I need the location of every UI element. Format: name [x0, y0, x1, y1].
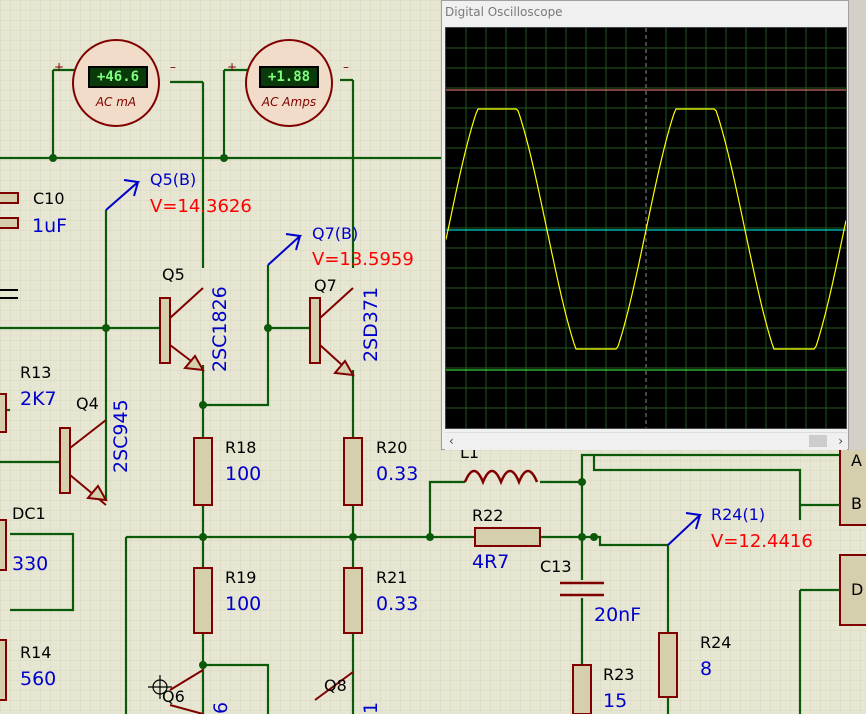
ammeter-1-minus: – — [170, 60, 176, 74]
ammeter-2-reading: +1.88 — [259, 66, 319, 88]
pin-b-label: B — [851, 494, 862, 513]
pin-a-label: A — [851, 451, 862, 470]
resistor-bodies — [0, 393, 678, 714]
ammeter-2-unit: AC Amps — [261, 95, 317, 109]
capacitor-plates — [0, 192, 604, 597]
r22-name: R22 — [472, 506, 504, 525]
ground-symbol — [0, 289, 18, 299]
inductor-coil — [463, 469, 539, 486]
c10-name: C10 — [33, 189, 65, 208]
r21-name: R21 — [376, 568, 408, 587]
ammeter-1-reading: +46.6 — [88, 66, 148, 88]
q6-name: Q6 — [162, 687, 185, 706]
oscilloscope-window[interactable]: Digital Oscilloscope ‹ › — [441, 0, 849, 450]
r23-name: R23 — [603, 665, 635, 684]
q7-part: 2SD371 — [360, 286, 382, 362]
connector-block — [839, 444, 866, 626]
r24-name: R24 — [700, 633, 732, 652]
channel-a-trace — [445, 108, 847, 350]
transistor-symbols — [59, 287, 355, 714]
r14-value: 560 — [20, 668, 57, 690]
r19-name: R19 — [225, 568, 257, 587]
ammeter-2-minus: – — [343, 60, 349, 74]
r23-value: 15 — [603, 690, 628, 712]
crosshair-cursor-icon — [148, 675, 172, 699]
scroll-right-arrow[interactable]: › — [838, 434, 843, 448]
dc1-value: 330 — [12, 553, 49, 575]
connector-wires — [800, 503, 840, 592]
oscilloscope-title: Digital Oscilloscope — [445, 5, 563, 19]
probe-q5b-reading: V=14.3626 — [150, 196, 252, 217]
q5-name: Q5 — [162, 265, 185, 284]
q8-part: 1 — [360, 701, 382, 714]
r14-name: R14 — [20, 643, 52, 662]
probe-q7b-reading: V=13.5959 — [312, 249, 414, 270]
r21-value: 0.33 — [376, 593, 419, 615]
r22-value: 4R7 — [472, 551, 510, 573]
r20-name: R20 — [376, 438, 408, 457]
dc1-name: DC1 — [12, 504, 46, 523]
junctions — [49, 154, 598, 669]
pin-d-label: D — [851, 580, 864, 599]
r20-value: 0.33 — [376, 463, 419, 485]
c13-name: C13 — [540, 557, 572, 576]
oscilloscope-display — [445, 28, 847, 428]
probe-q7b-name: Q7(B) — [312, 224, 359, 243]
scroll-thumb[interactable] — [809, 435, 827, 447]
r13-value: 2K7 — [20, 388, 57, 410]
q7-name: Q7 — [314, 276, 337, 295]
c10-value: 1uF — [32, 215, 68, 237]
oscilloscope-screen — [445, 27, 847, 429]
voltage-probe-arrows — [105, 179, 703, 546]
r19-value: 100 — [225, 593, 262, 615]
ammeter-1-unit: AC mA — [95, 95, 137, 109]
scroll-left-arrow[interactable]: ‹ — [449, 434, 454, 448]
wires — [0, 68, 840, 714]
q6-part: 6 — [210, 701, 232, 714]
q4-name: Q4 — [76, 394, 99, 413]
oscilloscope-grid — [446, 28, 846, 428]
probe-r24-reading: V=12.4416 — [711, 531, 813, 552]
q4-part: 2SC945 — [110, 399, 132, 473]
q8-name: Q8 — [324, 676, 347, 695]
ammeter-1-plus: + — [54, 60, 65, 74]
q5-part: 2SC1826 — [209, 286, 231, 372]
r13-name: R13 — [20, 363, 52, 382]
r18-value: 100 — [225, 463, 262, 485]
scope-control-panel-edge[interactable] — [849, 0, 866, 450]
oscilloscope-scrollbar[interactable]: ‹ › — [445, 432, 847, 450]
r24-value: 8 — [700, 658, 713, 680]
probe-r24-name: R24(1) — [711, 505, 766, 524]
r18-name: R18 — [225, 438, 257, 457]
c13-value: 20nF — [594, 604, 642, 626]
ammeter-2-plus: + — [227, 60, 238, 74]
probe-q5b-name: Q5(B) — [150, 170, 197, 189]
